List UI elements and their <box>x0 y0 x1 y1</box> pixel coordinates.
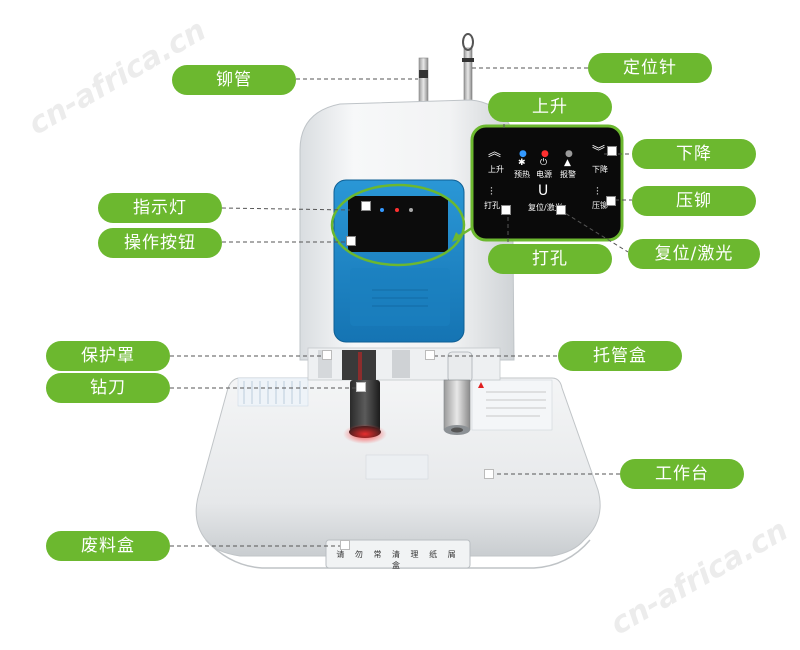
marker-drill <box>356 382 366 392</box>
drill-bit <box>342 350 387 444</box>
marker-press <box>606 196 616 206</box>
marker-indicator <box>361 201 371 211</box>
label-rivet-tube: 铆管 <box>172 65 296 95</box>
alarm-triangle-icon: ▲ <box>564 158 571 168</box>
marker-waste <box>340 540 350 550</box>
panel-heat-label: 预热 <box>514 170 530 179</box>
lower-chevron-icon: ︾ <box>592 145 606 160</box>
power-indicator-icon: ● <box>541 149 549 159</box>
alarm-indicator-icon: ● <box>565 149 573 159</box>
label-tube-tray: 托管盒 <box>558 341 682 371</box>
label-operation-buttons: 操作按钮 <box>98 228 222 258</box>
panel-power-label: 电源 <box>536 170 552 179</box>
panel-raise-label: 上升 <box>488 165 504 174</box>
label-worktable: 工作台 <box>620 459 744 489</box>
label-indicator-lights: 指示灯 <box>98 193 222 223</box>
label-press-rivet: 压铆 <box>632 186 756 216</box>
center-sticker <box>365 454 429 480</box>
waste-tray-text: 请 勿 常 清 理 纸 屑 盒 <box>336 550 460 570</box>
marker-reset <box>556 205 566 215</box>
raise-chevron-icon: ︽ <box>488 145 502 160</box>
waste-tray <box>325 539 471 569</box>
measure-ruler <box>237 377 309 407</box>
panel-lower-label: 下降 <box>592 165 608 174</box>
label-punch: 打孔 <box>488 244 612 274</box>
label-raise: 上升 <box>488 92 612 122</box>
heat-indicator-icon: ● <box>519 149 527 159</box>
panel-punch-label: 打孔 <box>484 201 500 210</box>
sun-icon: ✱ <box>518 158 526 168</box>
control-panel-small <box>348 196 448 252</box>
label-positioning-pin: 定位针 <box>588 53 712 83</box>
punch-icon: ⫶ <box>490 185 493 198</box>
marker-guard <box>322 350 332 360</box>
press-icon: ⫶ <box>596 185 599 198</box>
marker-punch <box>501 205 511 215</box>
panel-alarm-label: 报警 <box>560 170 576 179</box>
marker-buttons <box>346 236 356 246</box>
label-drill: 钻刀 <box>46 373 170 403</box>
warning-sticker <box>471 379 553 431</box>
panel-highlight-ring <box>330 183 466 267</box>
reset-u-icon: U <box>538 183 549 199</box>
power-icon: ⏻ <box>540 158 548 168</box>
marker-tray-box <box>425 350 435 360</box>
label-guard: 保护罩 <box>46 341 170 371</box>
marker-lower <box>607 146 617 156</box>
rivet-holder <box>443 351 473 435</box>
label-lower: 下降 <box>632 139 756 169</box>
panel-reset-label: 复位/激光 <box>528 203 563 212</box>
label-waste-box: 废料盒 <box>46 531 170 561</box>
panel-press-label: 压铆 <box>592 201 608 210</box>
label-reset-laser: 复位/激光 <box>628 239 760 269</box>
marker-worktable <box>484 469 494 479</box>
